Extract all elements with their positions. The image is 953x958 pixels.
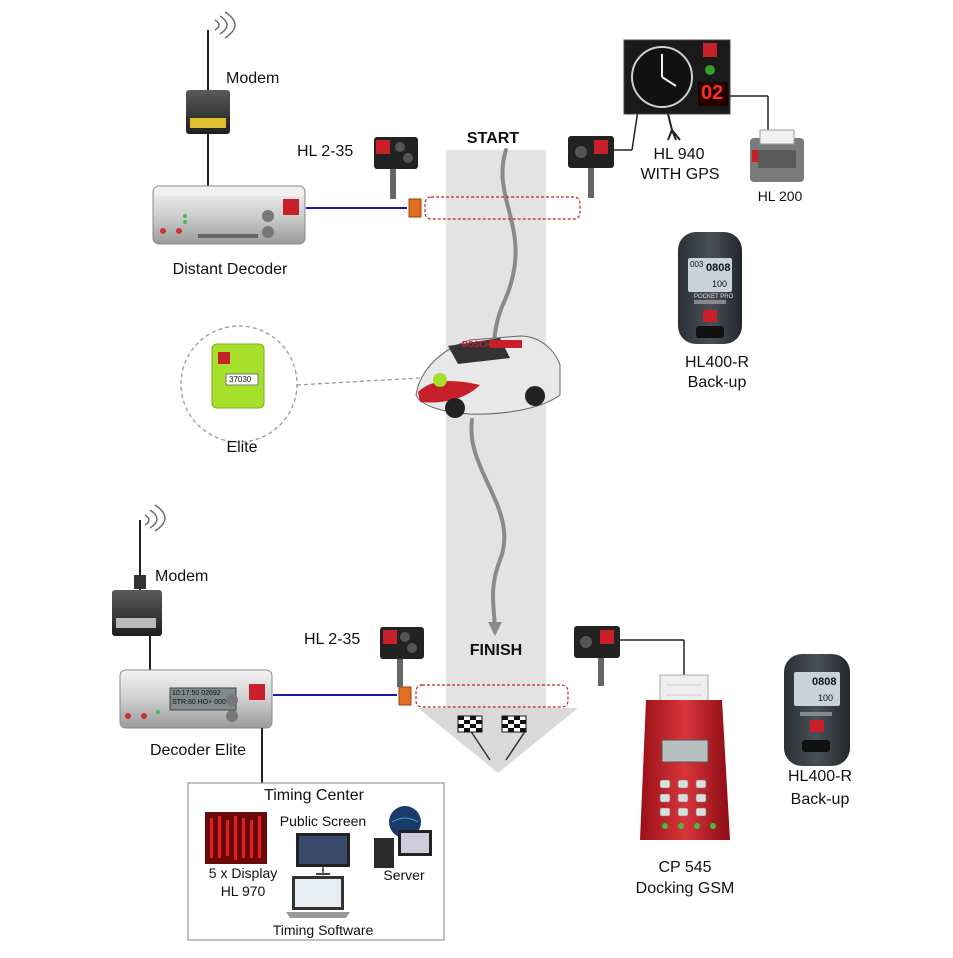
stopwatch-bottom-main-value: 0808 [812, 676, 837, 688]
hl200-label: HL 200 [757, 188, 803, 204]
stopwatch-bottom [784, 654, 850, 766]
photocell-top-left [374, 137, 418, 199]
hl400r-top-label-line2: Back-up [687, 374, 747, 391]
elite-tag-id: 37030 [229, 375, 252, 384]
finish-loop [273, 684, 569, 708]
timing-center-label: Timing Center [264, 787, 364, 804]
distant-decoder [152, 185, 306, 245]
elite-label: Elite [226, 439, 258, 456]
modem-top [186, 11, 236, 187]
photocell-bottom-left [380, 627, 424, 687]
photocell-top-right [568, 109, 639, 198]
stopwatch-bottom-bottom-value: 100 [818, 693, 834, 703]
start-label: START [466, 130, 520, 147]
modem-bottom-label: Modem [155, 568, 209, 585]
elite-callout [180, 325, 421, 443]
timing-software-label: Timing Software [272, 922, 374, 938]
display-label-line2: HL 970 [220, 883, 266, 899]
decoder-lcd-line2: STR:80 HO+ 000 [172, 699, 226, 706]
decoder-elite-label: Decoder Elite [149, 742, 247, 759]
server-label: Server [383, 867, 425, 883]
stopwatch-brand: POCKET PRO [694, 294, 734, 300]
modem-bottom [112, 504, 166, 670]
hl940-label-line2: WITH GPS [640, 166, 720, 183]
decoder-lcd-line1: 10:17:50 02692 [172, 690, 221, 697]
decoder-elite [119, 669, 273, 785]
cp545-label-line2: Docking GSM [635, 880, 735, 897]
cp545-label-line1: CP 545 [658, 859, 712, 876]
start-loop [306, 196, 581, 220]
distant-decoder-label: Distant Decoder [172, 261, 288, 278]
hl235-top-label: HL 2-35 [297, 143, 354, 160]
modem-top-label: Modem [226, 70, 280, 87]
hl400r-bottom-label-line1: HL400-R [787, 768, 853, 785]
hl235-bottom-label: HL 2-35 [304, 631, 361, 648]
timing-center [187, 782, 445, 941]
cp545-device [640, 674, 730, 840]
hl200-printer [750, 129, 804, 182]
race-car [415, 335, 561, 418]
stopwatch-top-bottom-value: 100 [712, 279, 728, 289]
scoreboard-digits: 02 [701, 82, 724, 104]
car-sponsor: BOSCH [462, 340, 491, 349]
hl940-label-line1: HL 940 [653, 146, 705, 163]
photocell-bottom-right [574, 626, 685, 686]
hl400r-bottom-label-line2: Back-up [790, 791, 850, 808]
display-label-line1: 5 x Display [208, 865, 278, 881]
hl400r-top-label-line1: HL400-R [684, 354, 750, 371]
race-track [418, 148, 578, 773]
finish-label: FINISH [469, 642, 523, 659]
hl940-scoreboard [623, 39, 769, 141]
stopwatch-top [678, 232, 742, 344]
stopwatch-top-left-value: 003 [690, 260, 704, 269]
stopwatch-top-main-value: 0808 [706, 262, 731, 274]
public-screen-label: Public Screen [279, 813, 367, 829]
checkered-flags-icon [457, 715, 527, 761]
